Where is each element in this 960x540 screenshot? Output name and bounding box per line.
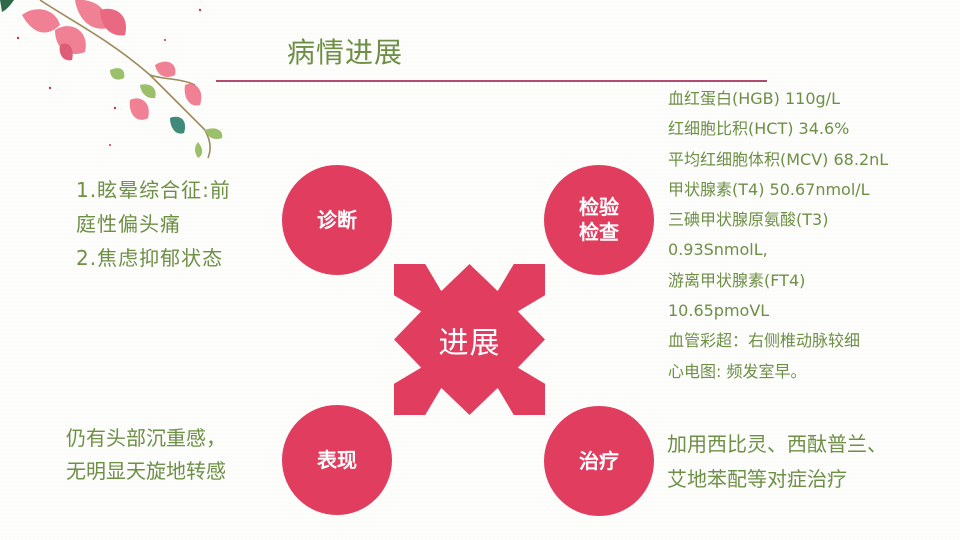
diagnosis-line: 1.眩晕综合征:前 <box>76 178 231 202</box>
symptoms-text: 仍有头部沉重感， 无明显天旋地转感 <box>66 422 226 488</box>
lab-line: 0.93SnmolL, <box>668 240 768 260</box>
lab-results-text: 血红蛋白(HGB) 110g/L 红细胞比积(HCT) 34.6% 平均红细胞体… <box>668 84 888 387</box>
page-title: 病情进展 <box>287 36 404 69</box>
center-label: 进展 <box>438 325 501 361</box>
lab-tests-node[interactable]: 检验 检查 <box>544 165 654 275</box>
lab-line: 血红蛋白(HGB) 110g/L <box>668 89 840 108</box>
diagnosis-line: 2.焦虑抑郁状态 <box>76 246 224 270</box>
lab-line: 红细胞比积(HCT) 34.6% <box>668 119 850 139</box>
treatment-text: 加用西比灵、西酞普兰、 艾地苯配等对症治疗 <box>667 427 887 497</box>
lab-line: 游离甲状腺素(FT4) <box>668 270 806 290</box>
diagnosis-text: 1.眩晕综合征:前 庭性偏头痛 2.焦虑抑郁状态 <box>76 173 231 275</box>
treatment-node[interactable]: 治疗 <box>544 406 654 516</box>
treatment-line: 加用西比灵、西酞普兰、 <box>667 432 887 456</box>
symptoms-line: 仍有头部沉重感， <box>66 426 226 450</box>
treatment-label: 治疗 <box>579 448 619 473</box>
lab-line: 三碘甲状腺原氨酸(T3) <box>668 210 829 230</box>
four-way-arrow-icon <box>394 264 545 415</box>
lab-line: 平均红细胞体积(MCV) 68.2nL <box>668 149 889 169</box>
treatment-line: 艾地苯配等对症治疗 <box>667 467 847 491</box>
diagnosis-node[interactable]: 诊断 <box>282 165 392 275</box>
symptoms-line: 无明显天旋地转感 <box>66 459 226 483</box>
diagnosis-label: 诊断 <box>317 207 357 232</box>
lab-tests-label-line2: 检查 <box>579 220 619 244</box>
lab-line: 心电图: 频发室早。 <box>668 361 807 381</box>
bougainvillea-floral-icon <box>0 0 223 159</box>
title-divider <box>216 80 767 82</box>
symptoms-label: 表现 <box>317 447 357 472</box>
lab-line: 血管彩超：右侧椎动脉较细 <box>668 331 861 351</box>
symptoms-node[interactable]: 表现 <box>282 405 392 515</box>
lab-tests-label-line1: 检验 <box>579 195 619 219</box>
diagnosis-line: 庭性偏头痛 <box>76 212 181 236</box>
lab-line: 甲状腺素(T4) 50.67nmol/L <box>668 179 870 199</box>
lab-line: 10.65pmoVL <box>668 301 770 321</box>
